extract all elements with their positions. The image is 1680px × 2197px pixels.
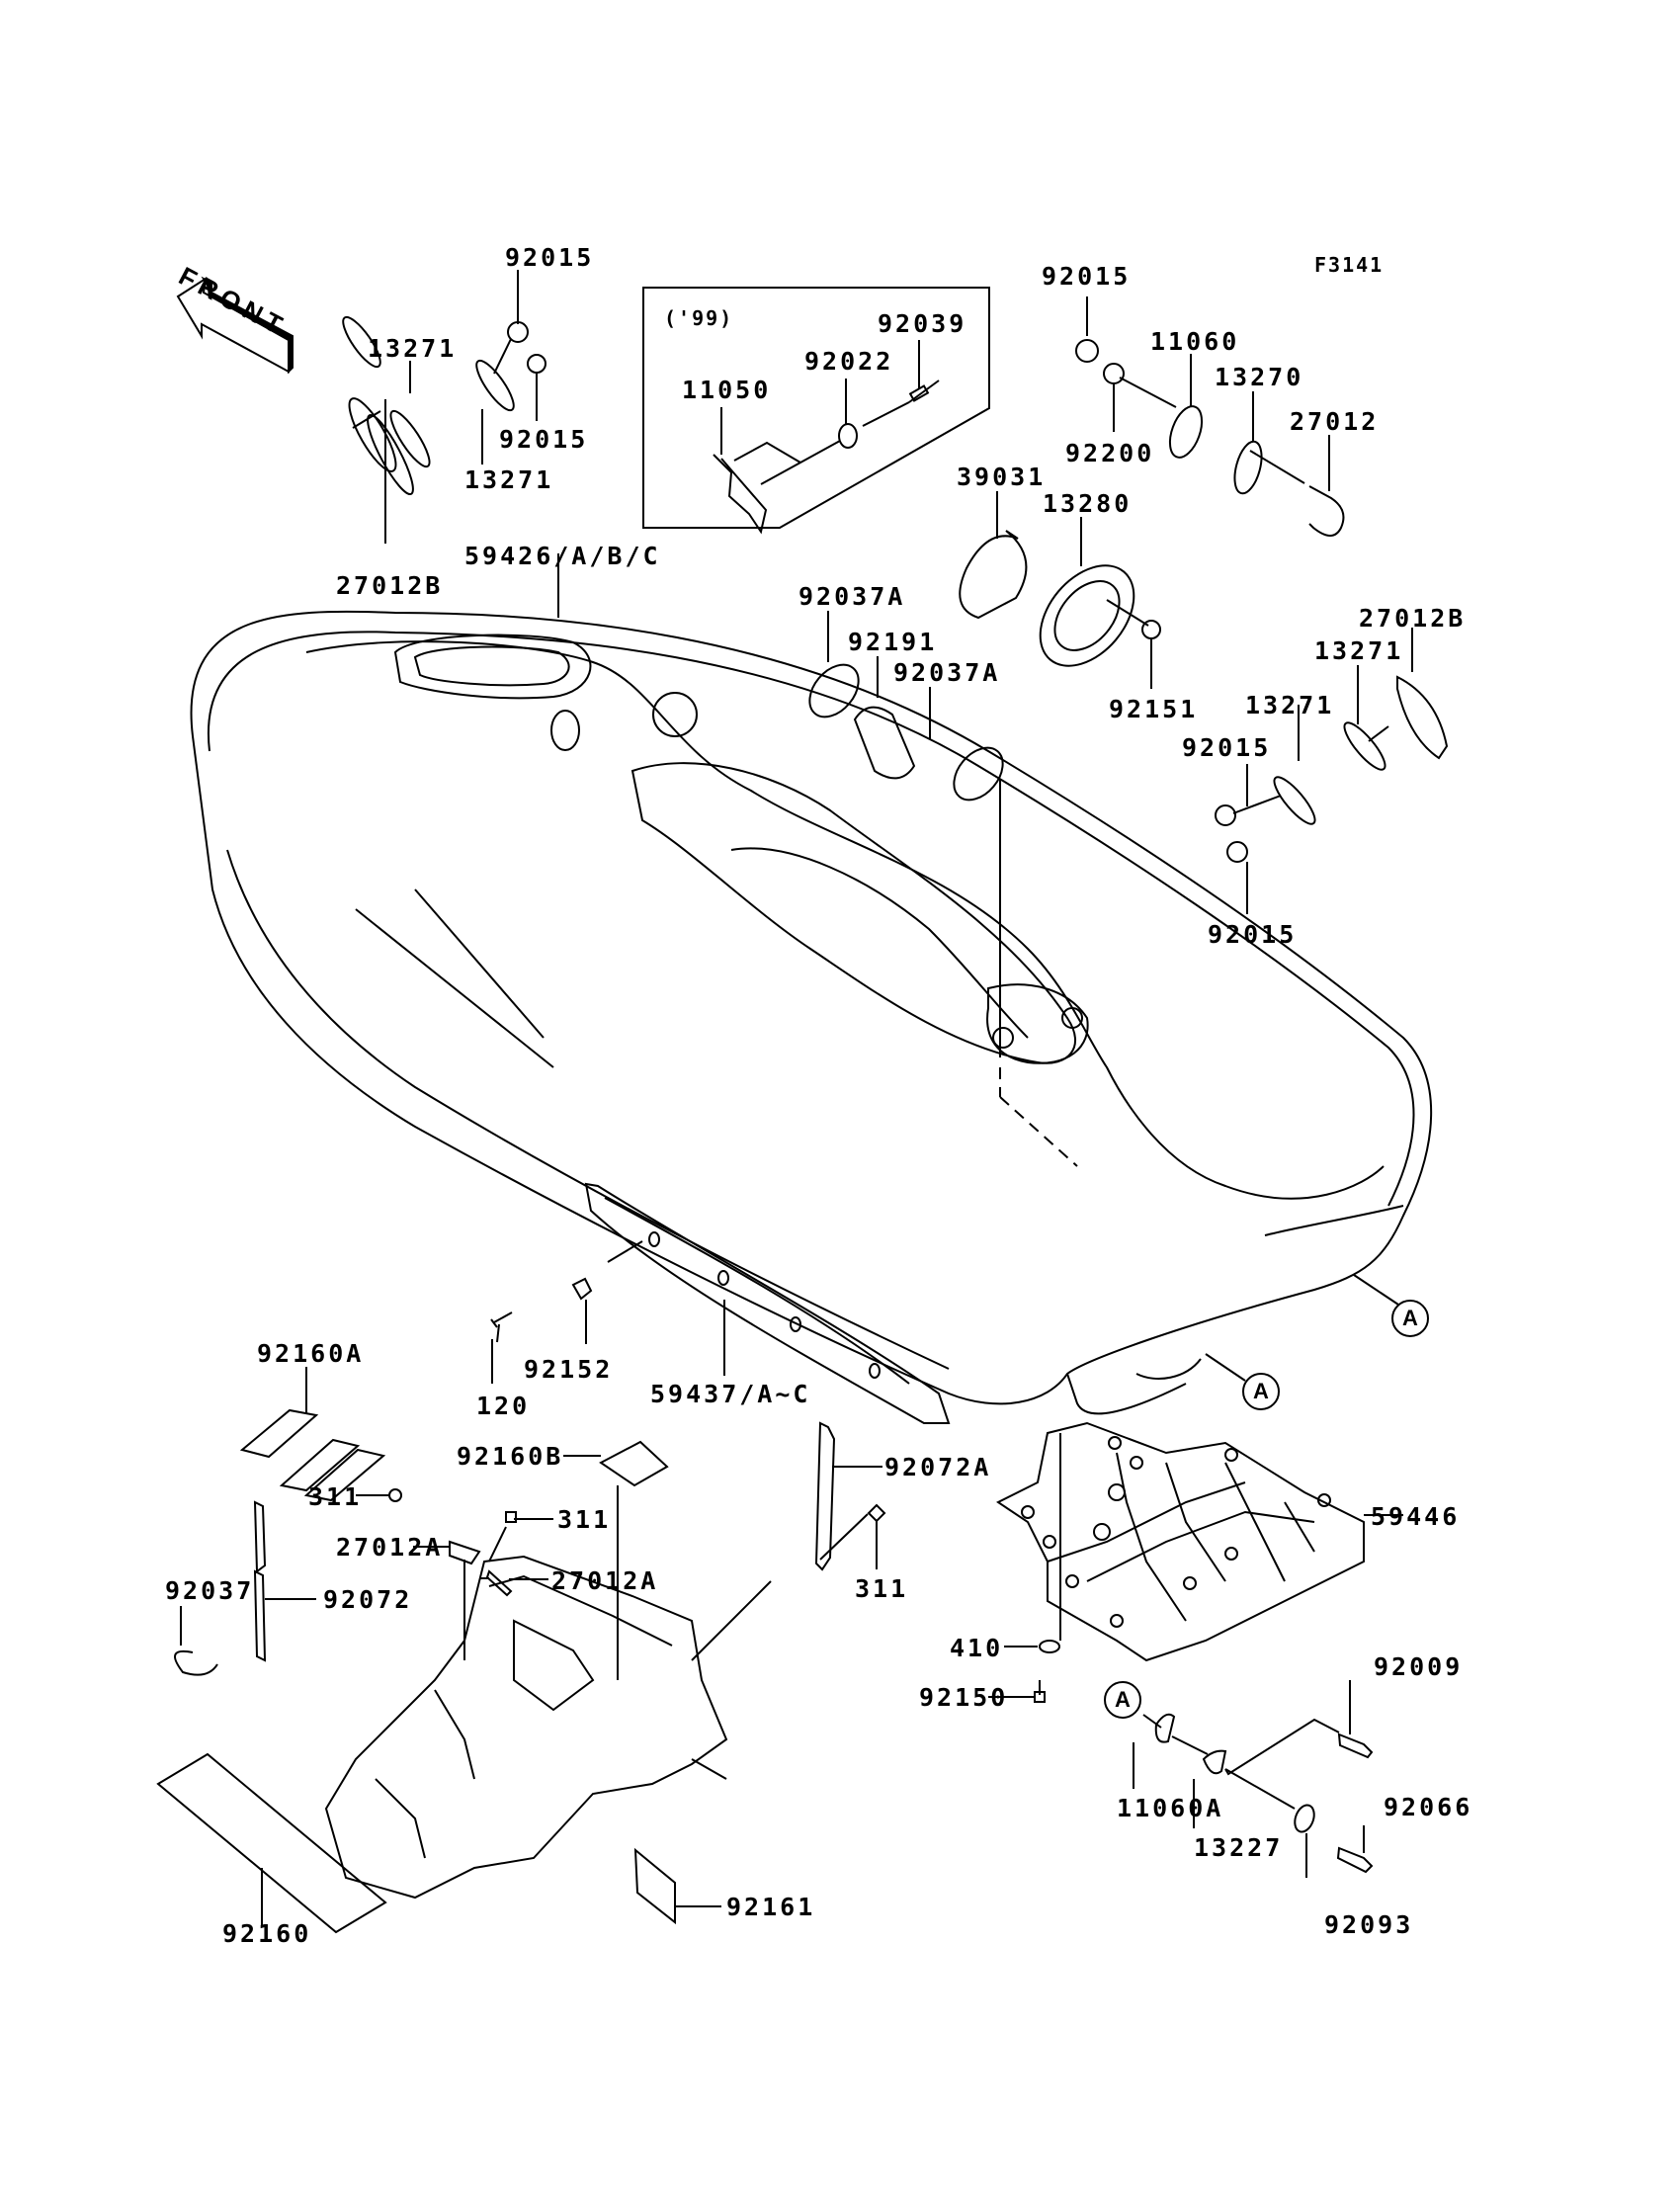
nuts-plate-top (470, 270, 546, 465)
part-label[interactable]: 27012A (551, 1566, 659, 1595)
pad-92160B (563, 1442, 667, 1680)
part-label[interactable]: 92093 (1324, 1910, 1414, 1939)
part-label[interactable]: 92152 (524, 1355, 614, 1384)
part-label[interactable]: 59426/A/B/C (464, 542, 661, 570)
part-label[interactable]: 92015 (1042, 262, 1132, 291)
figure-code: F3141 (1314, 253, 1385, 277)
box-parts (714, 340, 939, 532)
top-right-parts (1076, 296, 1343, 536)
part-label[interactable]: 27012 (1290, 407, 1380, 436)
reference-marker-a: A (1391, 1300, 1429, 1337)
part-label[interactable]: 59446 (1371, 1502, 1461, 1531)
drain-group (1134, 1680, 1372, 1878)
part-label[interactable]: 311 (855, 1574, 909, 1603)
part-label[interactable]: 92066 (1384, 1793, 1473, 1821)
grate-59446 (998, 1423, 1403, 1660)
part-label[interactable]: 92160 (222, 1919, 312, 1948)
part-label[interactable]: 11050 (682, 376, 772, 404)
part-label[interactable]: 92037A (893, 658, 1001, 687)
part-label[interactable]: 92015 (505, 243, 595, 272)
part-label[interactable]: 92072 (323, 1585, 413, 1614)
part-label[interactable]: 13271 (1245, 691, 1335, 719)
reference-marker-a: A (1104, 1681, 1141, 1719)
part-label[interactable]: 13270 (1215, 363, 1304, 391)
part-label[interactable]: 92161 (726, 1893, 816, 1921)
nuts-311 (356, 1489, 884, 1569)
part-label[interactable]: 92160A (257, 1339, 365, 1368)
part-label[interactable]: 39031 (957, 463, 1047, 491)
strap-92072 (175, 1502, 316, 1675)
part-label[interactable]: 13271 (1314, 636, 1404, 665)
part-label[interactable]: 92022 (804, 347, 894, 376)
pads-92160A (242, 1367, 383, 1500)
part-label[interactable]: 92015 (1182, 733, 1272, 762)
part-label[interactable]: 311 (308, 1482, 363, 1511)
part-label[interactable]: 311 (557, 1505, 612, 1534)
part-label[interactable]: 13271 (368, 334, 458, 363)
strip-59437 (491, 1184, 949, 1423)
plate-13271-left (337, 312, 435, 544)
part-label[interactable]: 92037 (165, 1576, 255, 1605)
part-label[interactable]: 92072A (884, 1453, 992, 1481)
fasteners-410-92150 (988, 1641, 1059, 1702)
part-label[interactable]: 11060 (1150, 327, 1240, 356)
part-label[interactable]: 92009 (1374, 1652, 1464, 1681)
part-label[interactable]: 92151 (1109, 695, 1199, 723)
jet-pump-parts (960, 491, 1160, 689)
part-label[interactable]: 92191 (848, 628, 938, 656)
part-label[interactable]: 410 (950, 1634, 1004, 1662)
part-label[interactable]: 92015 (1208, 920, 1298, 949)
right-side-parts (1216, 628, 1447, 914)
part-label[interactable]: 92039 (878, 309, 967, 338)
hull-59426 (192, 612, 1432, 1414)
variant-box-outline (643, 288, 989, 528)
pad-92160 (158, 1754, 385, 1932)
part-label[interactable]: 13271 (464, 465, 554, 494)
storage-tray (326, 1557, 771, 1898)
hose-and-clamps (799, 611, 1077, 1166)
part-label[interactable]: 92160B (457, 1442, 564, 1471)
part-label[interactable]: 92037A (798, 582, 906, 611)
part-label[interactable]: 11060A (1117, 1794, 1224, 1822)
part-label[interactable]: 120 (476, 1392, 531, 1420)
part-label[interactable]: 27012B (336, 571, 444, 600)
reference-marker-a: A (1242, 1373, 1280, 1410)
part-label[interactable]: 59437/A~C (650, 1380, 811, 1408)
part-label[interactable]: 27012B (1359, 604, 1467, 633)
part-label[interactable]: 13280 (1043, 489, 1133, 518)
part-label[interactable]: 92200 (1065, 439, 1155, 467)
front-arrow-icon (178, 279, 293, 372)
part-label[interactable]: 13227 (1194, 1833, 1284, 1862)
part-label[interactable]: 92150 (919, 1683, 1009, 1712)
part-label[interactable]: 27012A (336, 1533, 444, 1562)
pad-92161 (635, 1850, 721, 1922)
strap-92072A (816, 1423, 882, 1569)
variant-box-label: ('99) (664, 306, 734, 330)
part-label[interactable]: 92015 (499, 425, 589, 454)
